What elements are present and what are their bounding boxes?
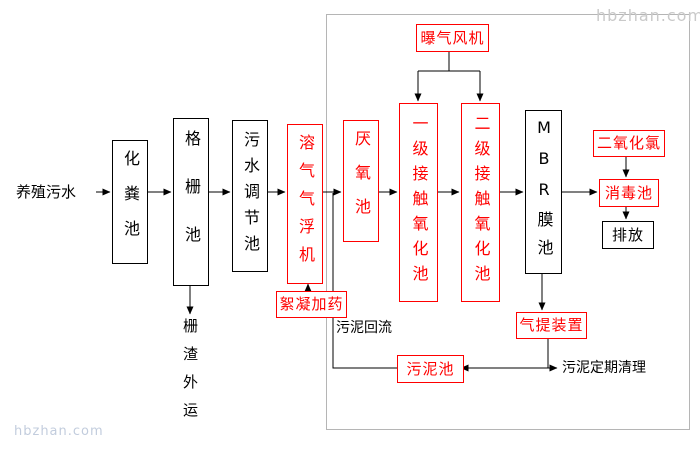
node-chlorine-dioxide: 二氧化氯 [593,130,665,157]
node-dissolved-air-flotation: 溶气气浮机 [287,124,323,284]
node-airlift-device: 气提装置 [516,312,587,339]
label-influent-source: 养殖污水 [16,183,77,201]
node-mbr-membrane-tank: MBR膜池 [525,110,562,274]
node-regulating-tank: 污水调节池 [232,120,268,272]
node-aeration-blower: 曝气风机 [416,24,489,52]
node-flocculant-dosing: 絮凝加药 [276,291,347,318]
node-septic-tank: 化粪池 [112,140,148,264]
node-disinfection-tank: 消毒池 [599,179,659,207]
node-screen-tank: 格栅池 [173,118,209,286]
node-discharge: 排放 [602,221,654,249]
watermark-top-right: hbzhan.com [596,6,700,25]
watermark-bottom-left: hbzhan.com [14,424,104,439]
node-anaerobic-tank: 厌氧池 [343,120,379,242]
system-boundary-frame [326,14,690,430]
label-sludge-periodic-cleanup: 污泥定期清理 [562,360,646,376]
node-sludge-tank: 污泥池 [397,355,464,383]
label-sludge-return: 污泥回流 [336,320,392,336]
label-screen-residue-out: 栅渣外运 [181,318,199,430]
node-contact-oxidation-tank-1: 一级接触氧化池 [399,103,438,302]
node-contact-oxidation-tank-2: 二级接触氧化池 [461,103,500,302]
